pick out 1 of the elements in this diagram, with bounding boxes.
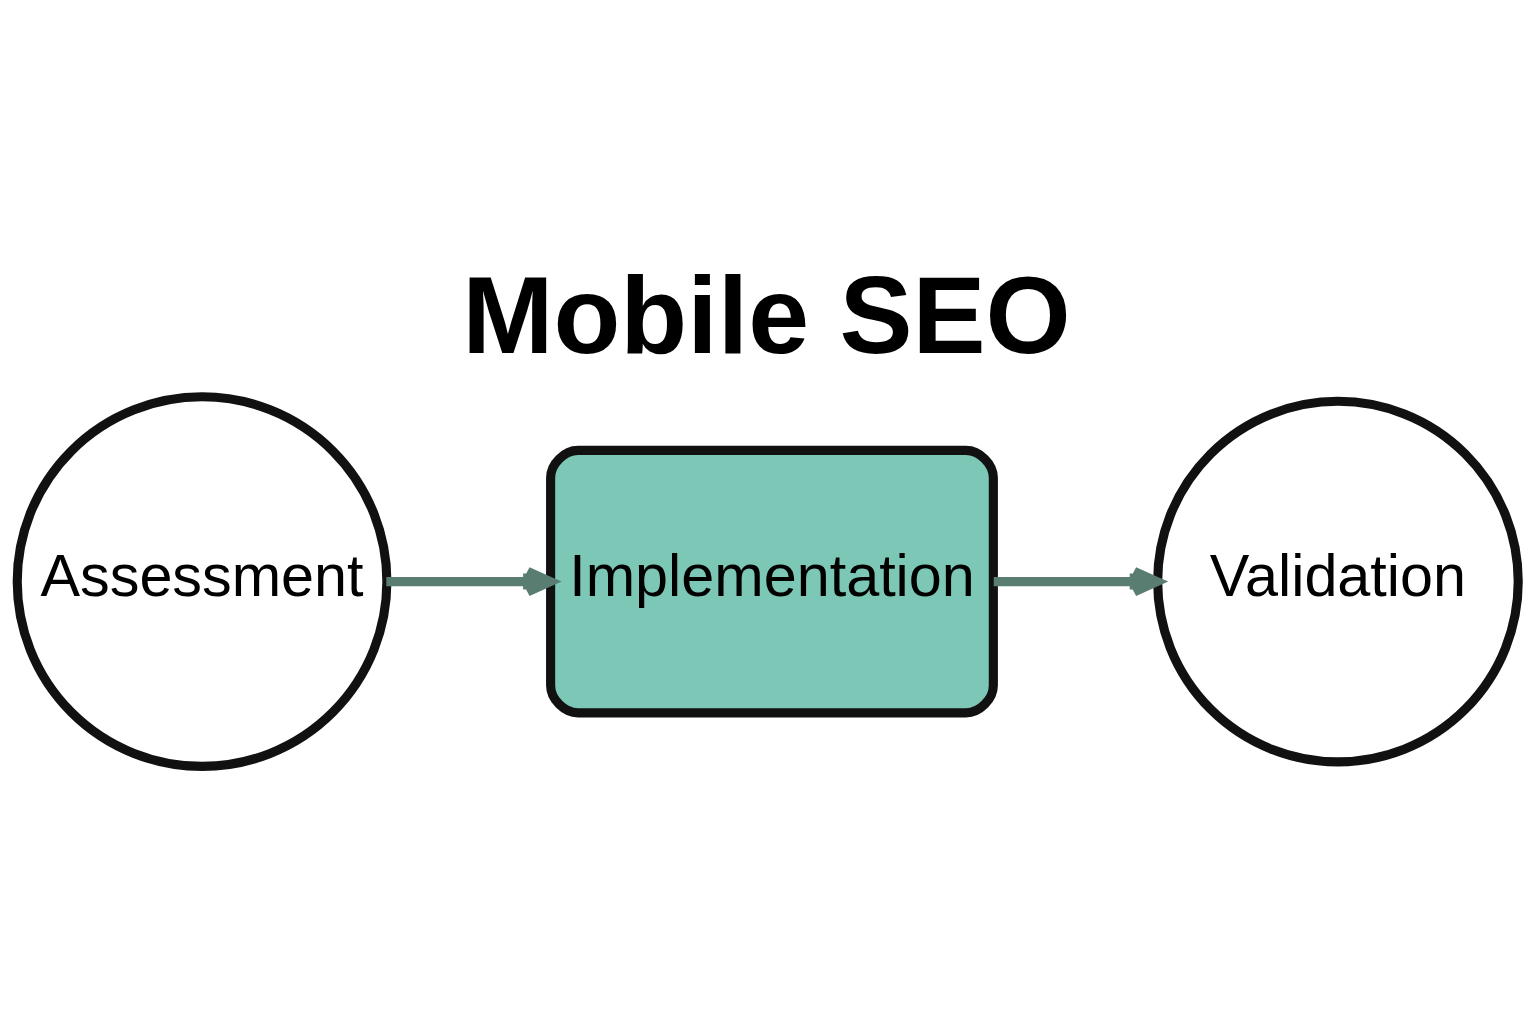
diagram-title: Mobile SEO [462, 253, 1071, 376]
